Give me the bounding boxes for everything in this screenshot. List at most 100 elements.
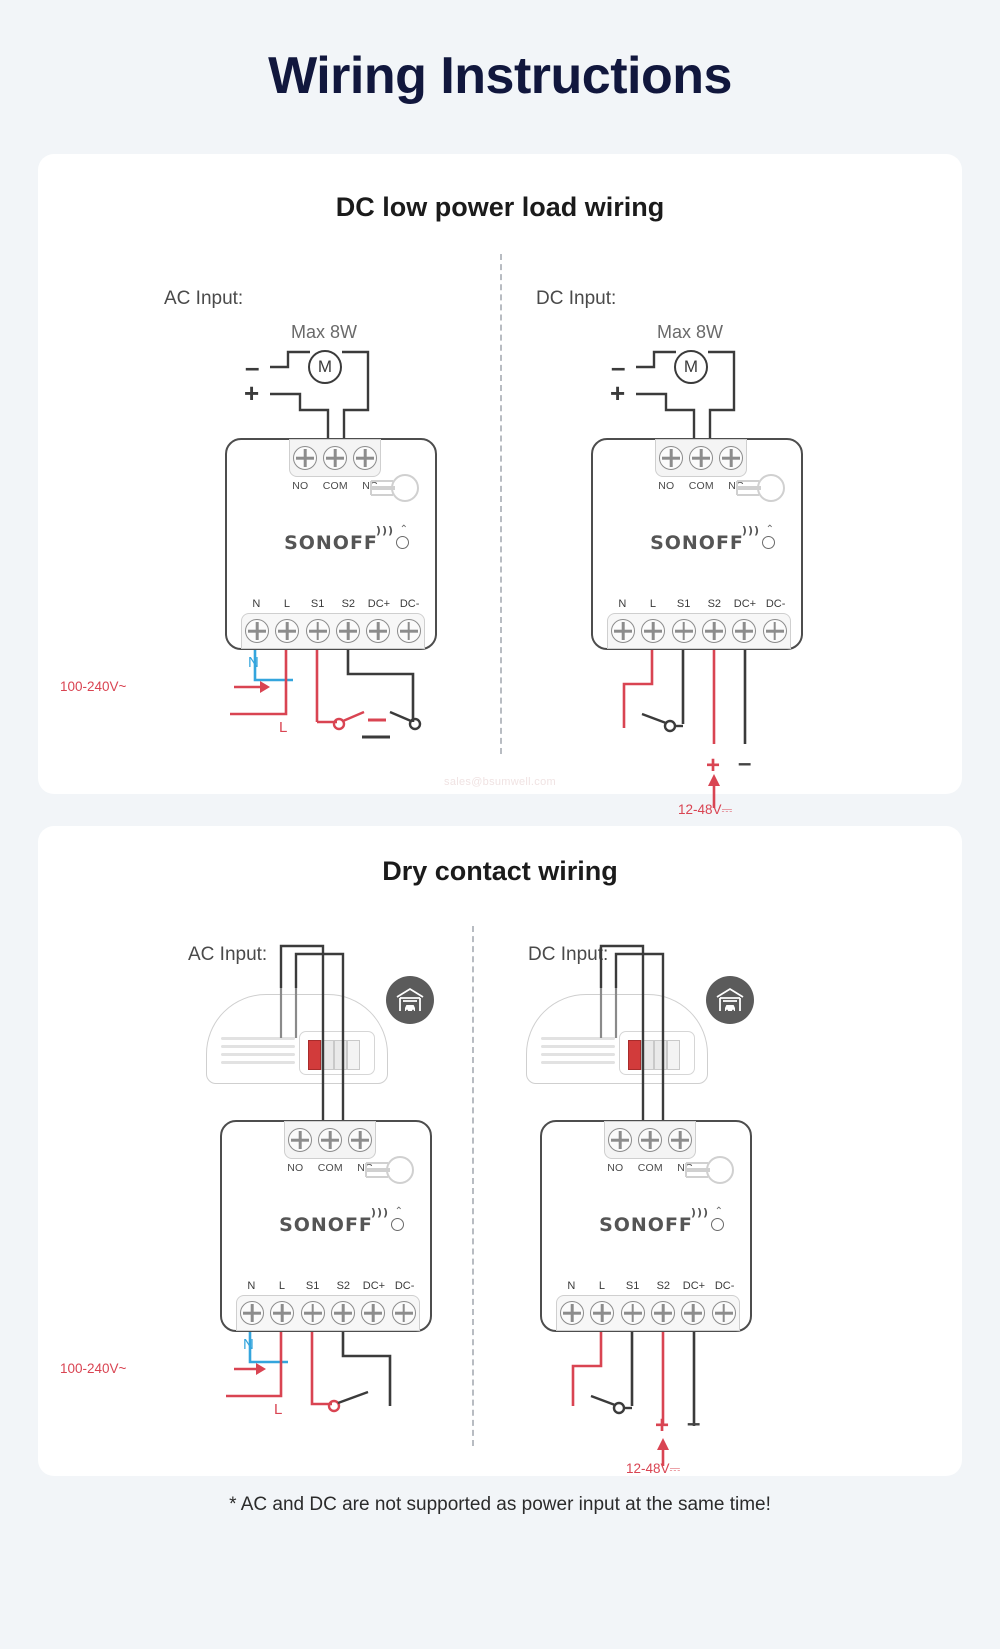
terminal-screw-dcplus[interactable] bbox=[361, 1301, 386, 1325]
motor-symbol: M bbox=[308, 350, 342, 384]
terminal-screw-s2[interactable] bbox=[702, 619, 727, 643]
terminal-screw-n[interactable] bbox=[611, 619, 636, 643]
terminal-screw-s2[interactable] bbox=[651, 1301, 676, 1325]
relay-label-no: NO bbox=[658, 480, 675, 492]
garage-opener-unit-dc bbox=[526, 994, 708, 1084]
keyhole-icon bbox=[370, 474, 419, 502]
brand-text: SONOFF bbox=[599, 1214, 693, 1236]
terminal-screw-com[interactable] bbox=[318, 1128, 342, 1152]
opener-terminal-4[interactable] bbox=[667, 1040, 680, 1070]
terminal-screw-dcplus[interactable] bbox=[681, 1301, 706, 1325]
footnote-text: * AC and DC are not supported as power i… bbox=[229, 1494, 771, 1515]
relay-label-com: COM bbox=[317, 1162, 343, 1174]
terminal-screw-s1[interactable] bbox=[305, 619, 330, 643]
dc-input-label: DC Input: bbox=[536, 288, 617, 309]
main-label-s2: S2 bbox=[341, 598, 356, 610]
main-label-l: L bbox=[649, 598, 657, 610]
relay-label-com: COM bbox=[637, 1162, 663, 1174]
terminal-screw-s1[interactable] bbox=[671, 619, 696, 643]
wifi-icon: ))) bbox=[690, 1206, 710, 1219]
terminal-screw-n[interactable] bbox=[240, 1301, 265, 1325]
terminal-screw-no[interactable] bbox=[608, 1128, 632, 1152]
terminal-screw-com[interactable] bbox=[638, 1128, 662, 1152]
main-terminal-labels-dc: N L S1 S2 DC+ DC- bbox=[607, 598, 791, 610]
main-label-s2: S2 bbox=[707, 598, 722, 610]
sonoff-device-dry-dc: NO COM NC SONOFF ))) ⌃ N L S1 bbox=[540, 1120, 752, 1332]
main-terminal-labels: N L S1 S2 DC+ DC- bbox=[241, 598, 425, 610]
terminal-screw-dcplus[interactable] bbox=[732, 619, 757, 643]
terminal-screw-l[interactable] bbox=[641, 619, 666, 643]
terminal-screw-no[interactable] bbox=[288, 1128, 312, 1152]
panel-dry-ac-input: AC Input: bbox=[38, 826, 472, 1476]
panel-dc-ac-input: AC Input: Max 8W M – + NO COM NC bbox=[38, 154, 500, 794]
terminal-screw-l[interactable] bbox=[590, 1301, 615, 1325]
terminal-screw-n[interactable] bbox=[245, 619, 270, 643]
terminal-screw-dcminus[interactable] bbox=[396, 619, 421, 643]
brand-logo: SONOFF ))) bbox=[227, 524, 435, 554]
keyhole-icon bbox=[736, 474, 785, 502]
terminal-screw-dcplus[interactable] bbox=[366, 619, 391, 643]
terminal-screw-nc[interactable] bbox=[668, 1128, 692, 1152]
main-label-s1: S1 bbox=[676, 598, 691, 610]
opener-terminal-3[interactable] bbox=[334, 1040, 347, 1070]
terminal-screw-nc[interactable] bbox=[719, 446, 743, 470]
terminal-screw-nc[interactable] bbox=[348, 1128, 372, 1152]
opener-terminal-2[interactable] bbox=[321, 1040, 334, 1070]
terminal-screw-l[interactable] bbox=[270, 1301, 295, 1325]
garage-door-icon bbox=[716, 987, 744, 1012]
terminal-screw-dcminus[interactable] bbox=[391, 1301, 416, 1325]
dc-supply-voltage-label-dry: 12-48V⎓ bbox=[626, 1461, 680, 1477]
watermark-text: sales@bsumwell.com bbox=[444, 776, 556, 788]
terminal-screw-s1[interactable] bbox=[300, 1301, 325, 1325]
relay-label-no: NO bbox=[607, 1162, 624, 1174]
wifi-icon: ))) bbox=[741, 524, 761, 537]
terminal-screw-dcminus[interactable] bbox=[711, 1301, 736, 1325]
load-minus-sign-dc: – bbox=[611, 352, 626, 382]
status-led bbox=[711, 1218, 724, 1231]
terminal-screw-no[interactable] bbox=[293, 446, 317, 470]
dc-input-label-dry: DC Input: bbox=[528, 944, 609, 965]
ac-input-label: AC Input: bbox=[164, 288, 244, 309]
led-wave-icon: ⌃ bbox=[714, 1206, 723, 1217]
brand-logo-dry-ac: SONOFF ))) bbox=[222, 1206, 430, 1236]
opener-terminal-2[interactable] bbox=[641, 1040, 654, 1070]
main-label-dcminus: DC- bbox=[765, 598, 786, 610]
garage-door-badge bbox=[386, 976, 434, 1024]
terminal-screw-no[interactable] bbox=[659, 446, 683, 470]
main-label-s2: S2 bbox=[336, 1280, 351, 1292]
terminal-screw-dcminus[interactable] bbox=[762, 619, 787, 643]
motor-symbol-dc: M bbox=[674, 350, 708, 384]
led-wave-icon: ⌃ bbox=[399, 524, 408, 535]
relay-terminal-block-dry-dc bbox=[604, 1121, 696, 1159]
terminal-screw-n[interactable] bbox=[560, 1301, 585, 1325]
opener-terminal-4[interactable] bbox=[347, 1040, 360, 1070]
opener-terminal-red[interactable] bbox=[308, 1040, 321, 1070]
opener-terminal-3[interactable] bbox=[654, 1040, 667, 1070]
terminal-screw-nc[interactable] bbox=[353, 446, 377, 470]
main-label-n: N bbox=[252, 598, 261, 610]
main-label-dcminus: DC- bbox=[394, 1280, 415, 1292]
terminal-screw-l[interactable] bbox=[275, 619, 300, 643]
main-label-dcminus: DC- bbox=[714, 1280, 735, 1292]
brand-logo-dry-dc: SONOFF ))) bbox=[542, 1206, 750, 1236]
wifi-icon: ))) bbox=[375, 524, 395, 537]
wire-label-n-dry: N bbox=[243, 1336, 254, 1353]
terminal-screw-s2[interactable] bbox=[331, 1301, 356, 1325]
wifi-icon: ))) bbox=[370, 1206, 390, 1219]
garage-door-badge-dc bbox=[706, 976, 754, 1024]
terminal-screw-com[interactable] bbox=[689, 446, 713, 470]
terminal-screw-com[interactable] bbox=[323, 446, 347, 470]
relay-terminal-block-dry-ac bbox=[284, 1121, 376, 1159]
main-label-l: L bbox=[598, 1280, 606, 1292]
main-label-dcplus: DC+ bbox=[367, 598, 391, 610]
terminal-screw-s2[interactable] bbox=[336, 619, 361, 643]
relay-terminal-block bbox=[289, 439, 381, 477]
brand-logo-dc: SONOFF ))) bbox=[593, 524, 801, 554]
dc-symbol-icon: ⎓ bbox=[669, 1461, 681, 1476]
opener-terminal-red[interactable] bbox=[628, 1040, 641, 1070]
keyhole-icon bbox=[365, 1156, 414, 1184]
terminal-screw-s1[interactable] bbox=[620, 1301, 645, 1325]
main-label-l: L bbox=[278, 1280, 286, 1292]
load-minus-sign: – bbox=[245, 352, 260, 382]
main-terminal-block-dc bbox=[607, 613, 791, 649]
